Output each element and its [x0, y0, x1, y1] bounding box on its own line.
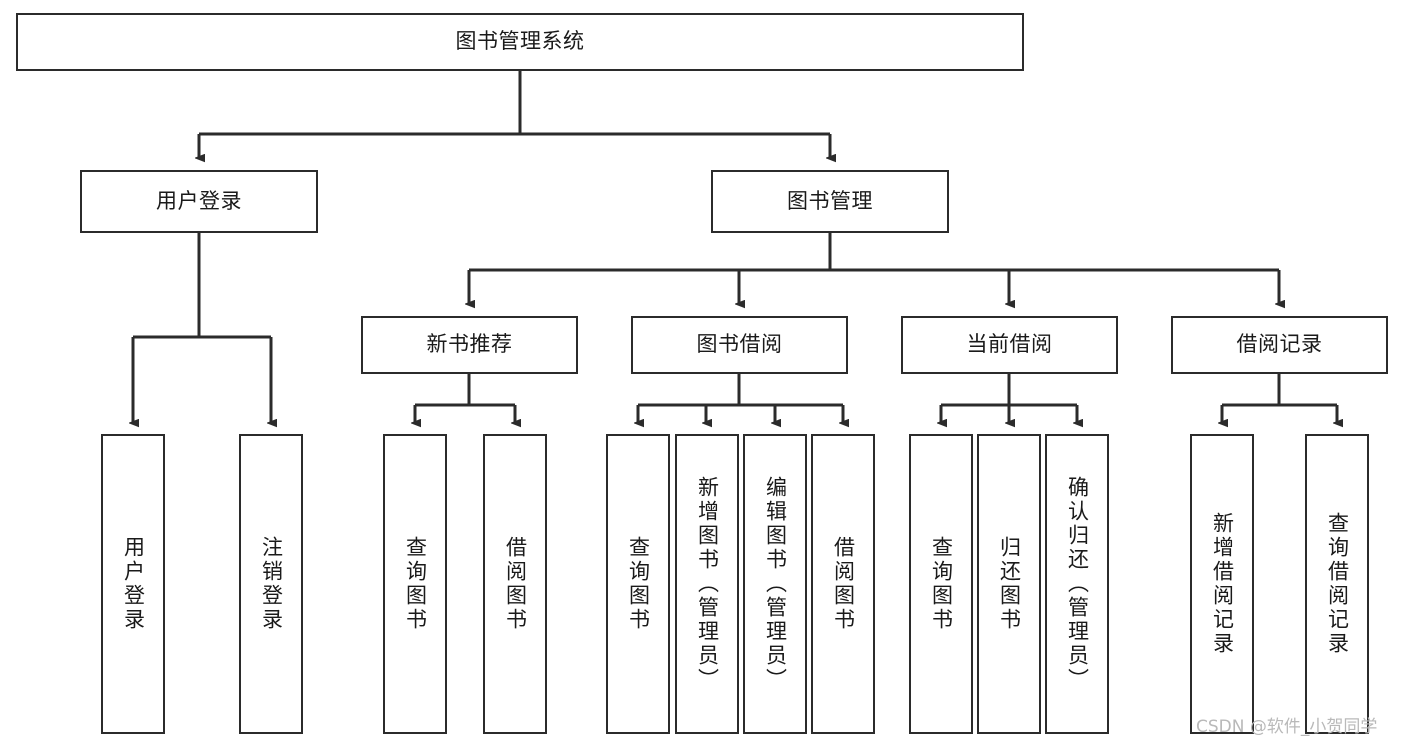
node-label: 用户登录	[121, 536, 146, 632]
node-label: 当前借阅	[966, 332, 1053, 357]
leaf-borrow-book-recommend[interactable]: 借阅图书	[483, 434, 547, 734]
node-label: 查询图书	[403, 536, 428, 632]
node-book-management[interactable]: 图书管理	[711, 170, 949, 233]
node-label: 新书推荐	[426, 332, 513, 357]
node-label: 查询借阅记录	[1325, 512, 1350, 656]
leaf-add-book-admin[interactable]: 新增图书（管理员）	[675, 434, 739, 734]
leaf-query-book-borrow[interactable]: 查询图书	[606, 434, 670, 734]
node-user-login[interactable]: 用户登录	[80, 170, 318, 233]
node-current-borrow[interactable]: 当前借阅	[901, 316, 1118, 374]
leaf-query-borrow-record[interactable]: 查询借阅记录	[1305, 434, 1369, 734]
leaf-query-book-current[interactable]: 查询图书	[909, 434, 973, 734]
node-label: 查询图书	[929, 536, 954, 632]
node-label: 借阅图书	[831, 536, 856, 632]
node-label: 借阅记录	[1236, 332, 1323, 357]
node-borrow-record[interactable]: 借阅记录	[1171, 316, 1388, 374]
leaf-confirm-return-admin[interactable]: 确认归还（管理员）	[1045, 434, 1109, 734]
node-book-borrow[interactable]: 图书借阅	[631, 316, 848, 374]
leaf-borrow-book[interactable]: 借阅图书	[811, 434, 875, 734]
node-label: 注销登录	[259, 536, 284, 632]
node-label: 图书管理系统	[455, 29, 585, 54]
node-label: 查询图书	[626, 536, 651, 632]
node-label: 图书借阅	[696, 332, 783, 357]
node-label: 借阅图书	[503, 536, 528, 632]
node-new-book-recommend[interactable]: 新书推荐	[361, 316, 578, 374]
leaf-edit-book-admin[interactable]: 编辑图书（管理员）	[743, 434, 807, 734]
leaf-return-book[interactable]: 归还图书	[977, 434, 1041, 734]
node-label: 新增图书（管理员）	[695, 476, 720, 692]
node-root-book-management-system[interactable]: 图书管理系统	[16, 13, 1024, 71]
leaf-user-login[interactable]: 用户登录	[101, 434, 165, 734]
node-label: 用户登录	[156, 188, 242, 213]
node-label: 图书管理	[787, 188, 873, 213]
node-label: 编辑图书（管理员）	[763, 476, 788, 692]
node-label: 新增借阅记录	[1210, 512, 1235, 656]
csdn-watermark: CSDN @软件_小贺同学	[1196, 717, 1378, 737]
leaf-add-borrow-record[interactable]: 新增借阅记录	[1190, 434, 1254, 734]
node-label: 确认归还（管理员）	[1065, 476, 1090, 692]
leaf-logout[interactable]: 注销登录	[239, 434, 303, 734]
leaf-query-book-recommend[interactable]: 查询图书	[383, 434, 447, 734]
node-label: 归还图书	[997, 536, 1022, 632]
